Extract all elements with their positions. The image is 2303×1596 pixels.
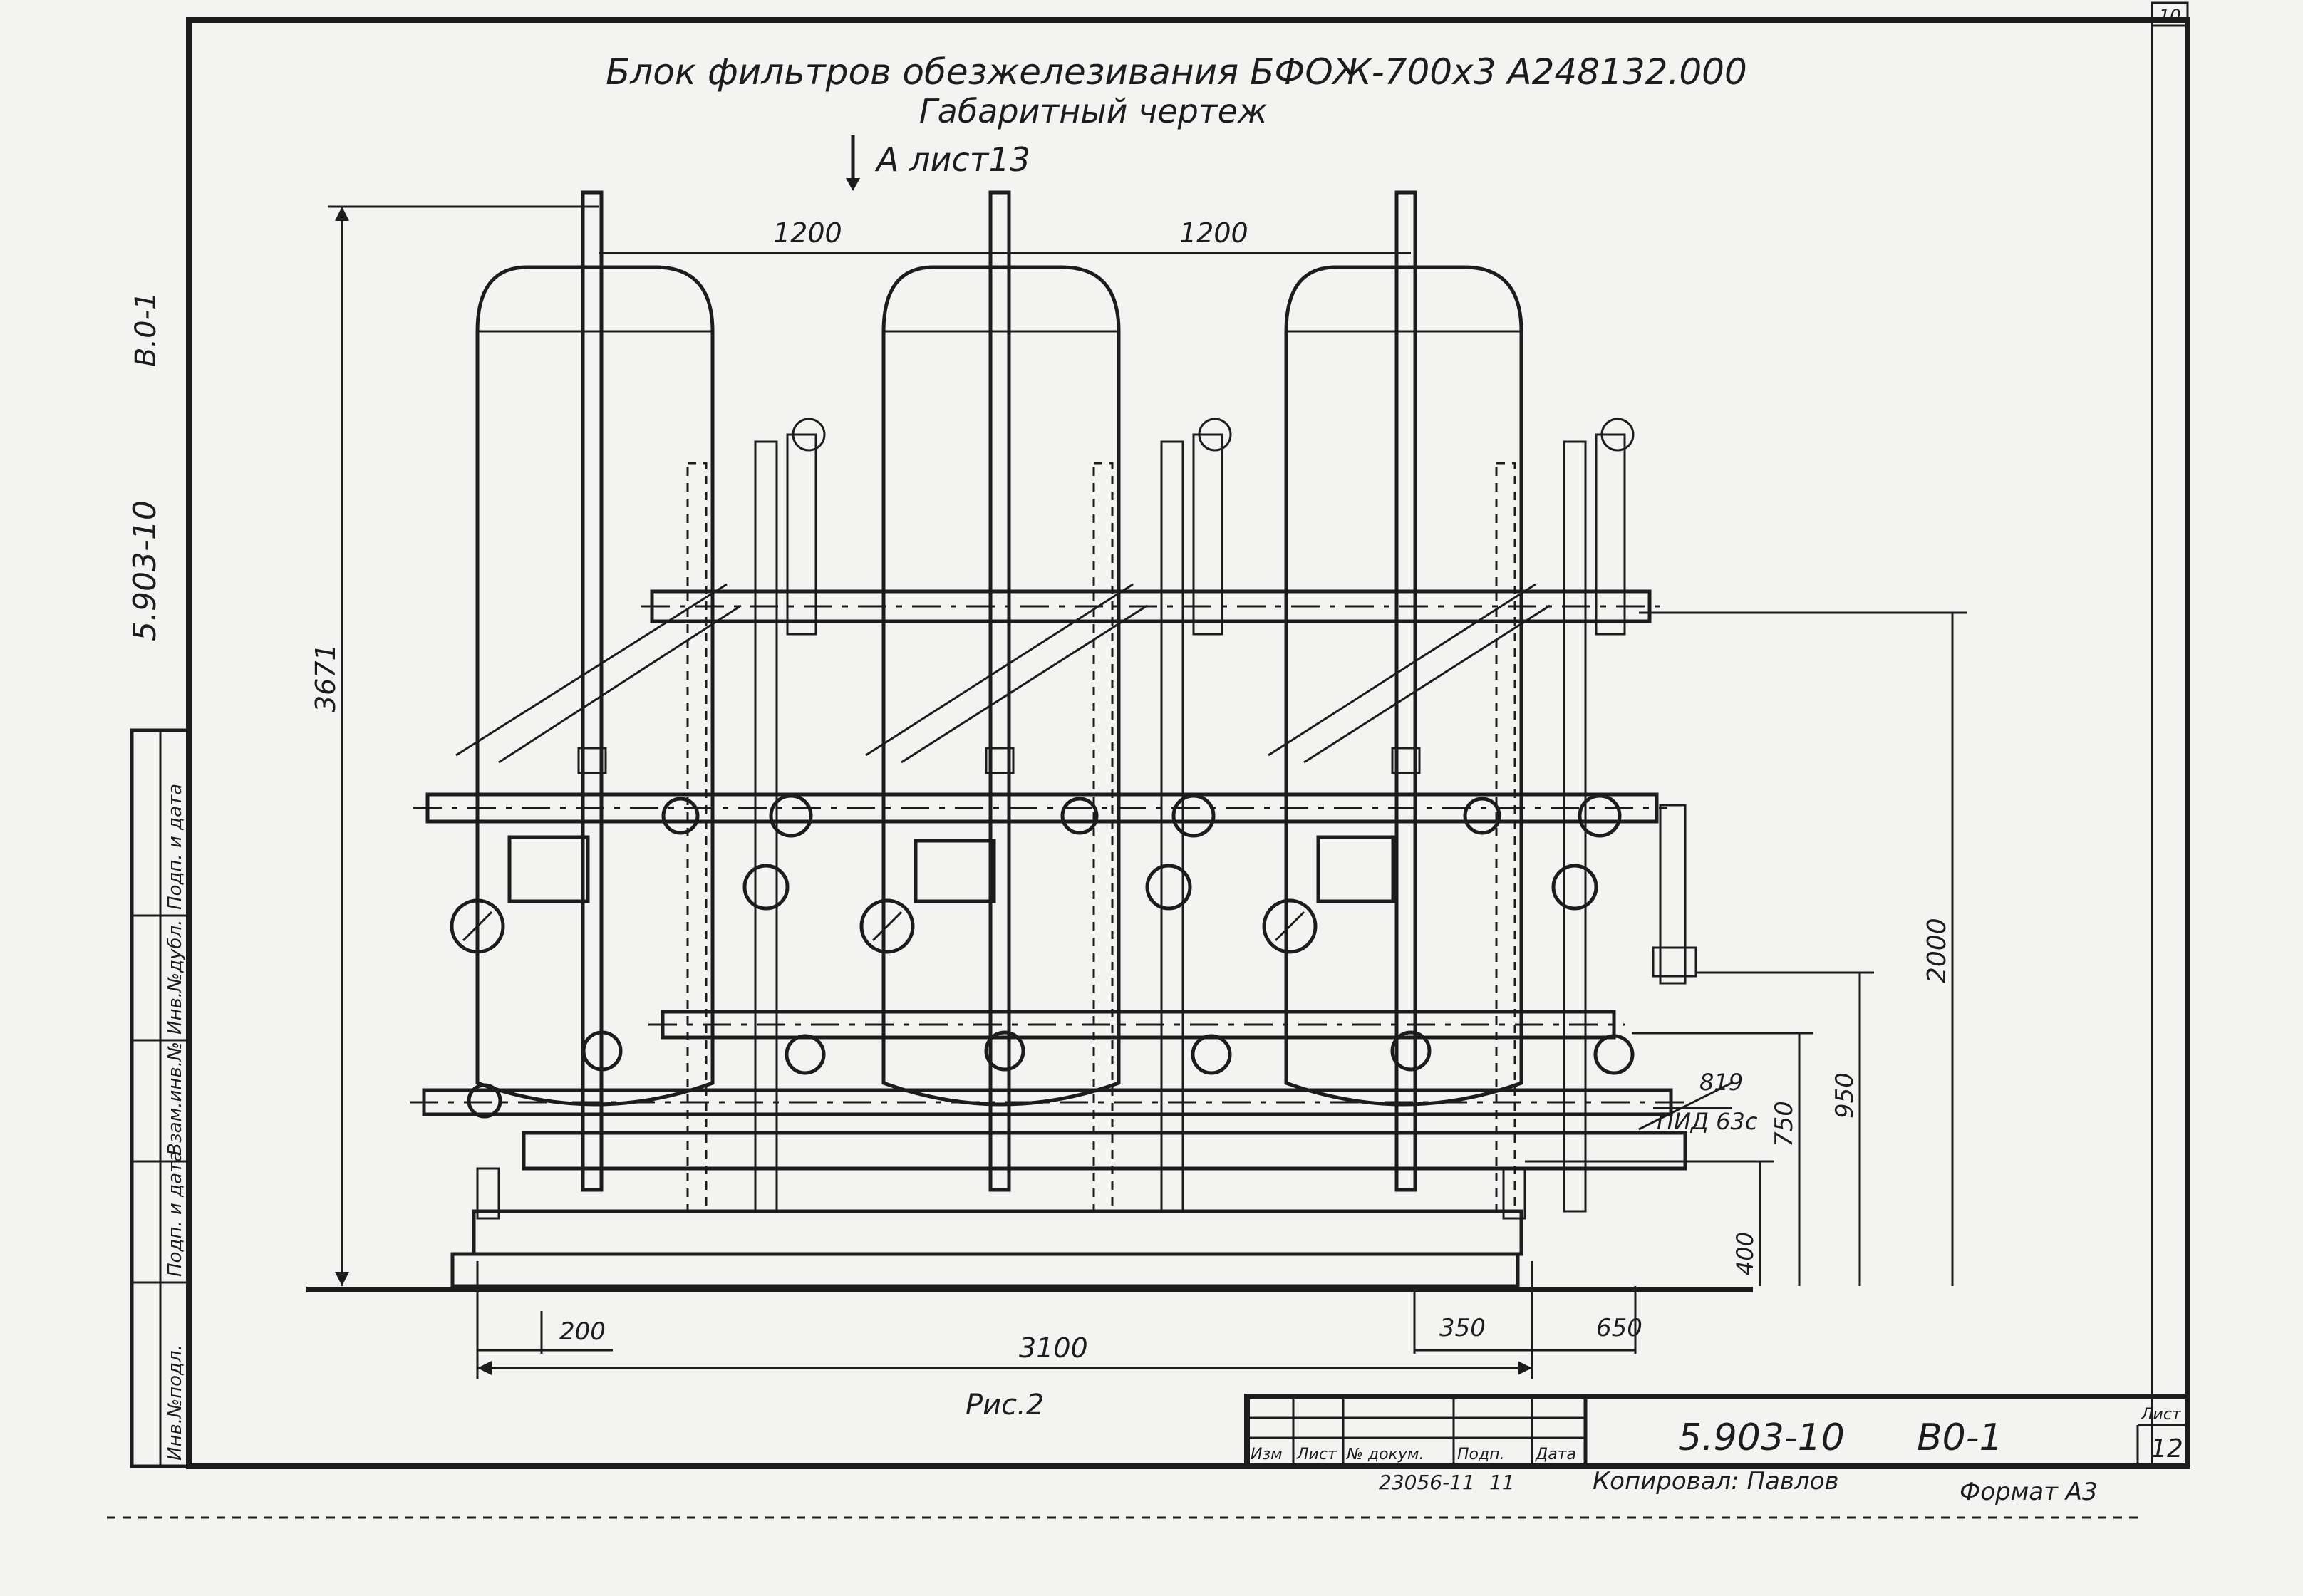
dim-height-2000: 2000 — [1922, 918, 1952, 983]
base-frame — [472, 1209, 1523, 1256]
header-pipe-bottom — [410, 1088, 1687, 1171]
dim-spacing-right: 1200 — [1179, 217, 1248, 249]
filter-tank-2 — [881, 265, 1121, 1107]
dim-width-total: 3100 — [1019, 1332, 1088, 1364]
filter-tank-1 — [475, 265, 715, 1107]
top-elbows — [792, 418, 1635, 452]
drawing-title: Блок фильтров обезжелезивания БФОЖ-700х3… — [606, 51, 1747, 93]
section-mark-label: А лист13 — [874, 140, 1030, 179]
copy-info: 23056-11 11 Копировал: Павлов Формат А3 — [1379, 1467, 2098, 1506]
filter-tank-3 — [1284, 265, 1523, 1107]
dim-height-750: 750 — [1770, 1101, 1799, 1147]
pressure-gauges — [450, 898, 1318, 954]
page-corner-number: 10 — [2159, 6, 2181, 26]
header-pipe-lower — [648, 1010, 1625, 1040]
dim-left-offset: 200 — [559, 1317, 606, 1346]
margin-stamp-cell-3: Взам.инв.№ — [165, 1042, 186, 1156]
dim-right-offset-a: 350 — [1439, 1314, 1486, 1342]
dim-height-950: 950 — [1831, 1072, 1859, 1119]
drawing-subtitle: Габаритный чертеж — [919, 92, 1268, 130]
title-block-header-sign: Подп. — [1457, 1446, 1505, 1463]
order-number: 23056-11 — [1379, 1471, 1475, 1494]
dim-overall-height: 3671 — [310, 643, 341, 712]
base-plate — [450, 1252, 1520, 1288]
valves — [467, 794, 1635, 1119]
copied-by: Копировал: Павлов — [1593, 1467, 1839, 1496]
callout-number: 819 — [1699, 1069, 1743, 1096]
secondary-pipes — [686, 433, 1697, 1213]
order-extra: 11 — [1489, 1471, 1515, 1494]
title-block-header-list: Лист — [1296, 1446, 1337, 1463]
title-block-header-doc: № докум. — [1346, 1446, 1424, 1463]
header-pipe-upper — [641, 589, 1660, 623]
format-label: Формат А3 — [1960, 1478, 2098, 1506]
doc-code: 5.903-10 — [1678, 1416, 1845, 1459]
dimension-lines: 1200 1200 3671 2000 950 750 400 819 ПИД … — [310, 205, 1967, 1379]
section-marker: А лист13 — [846, 135, 1030, 191]
header-pipe-middle — [413, 792, 1667, 824]
margin-stamp-column: Инв.№подл. Подп. и дата Взам.инв.№ Инв.№… — [127, 292, 191, 1468]
riser-2 — [985, 190, 1015, 1192]
dim-spacing-left: 1200 — [773, 217, 842, 249]
margin-stamp-cell-5: Подп. и дата — [165, 784, 186, 910]
control-boxes — [507, 835, 1395, 903]
dim-height-400: 400 — [1732, 1232, 1759, 1275]
doc-sheet: В0-1 — [1917, 1416, 2003, 1459]
title-block-header-date: Дата — [1535, 1446, 1576, 1463]
margin-vertical-sheet: В.0-1 — [130, 292, 162, 368]
margin-vertical-code: 5.903-10 — [127, 500, 163, 641]
margin-stamp-cell-2: Подп. и дата — [165, 1151, 186, 1277]
margin-stamp-cell-1: Инв.№подл. — [165, 1344, 186, 1461]
figure-label: Рис.2 — [966, 1389, 1044, 1421]
title-block: Изм Лист № докум. Подп. Дата 5.903-10 В0… — [1244, 1394, 2190, 1469]
title-block-header-izm: Изм — [1251, 1446, 1283, 1463]
filter-block-drawing — [306, 190, 1753, 1292]
drain-lines — [455, 583, 1551, 764]
margin-stamp-cell-4: Инв.№дубл. — [165, 920, 186, 1035]
sheet-number: 12 — [2151, 1434, 2183, 1463]
sheet-label: Лист — [2141, 1406, 2182, 1424]
dim-right-offset-b: 650 — [1596, 1314, 1642, 1342]
callout-label: ПИД 63с — [1657, 1108, 1758, 1135]
riser-1 — [577, 190, 607, 1192]
